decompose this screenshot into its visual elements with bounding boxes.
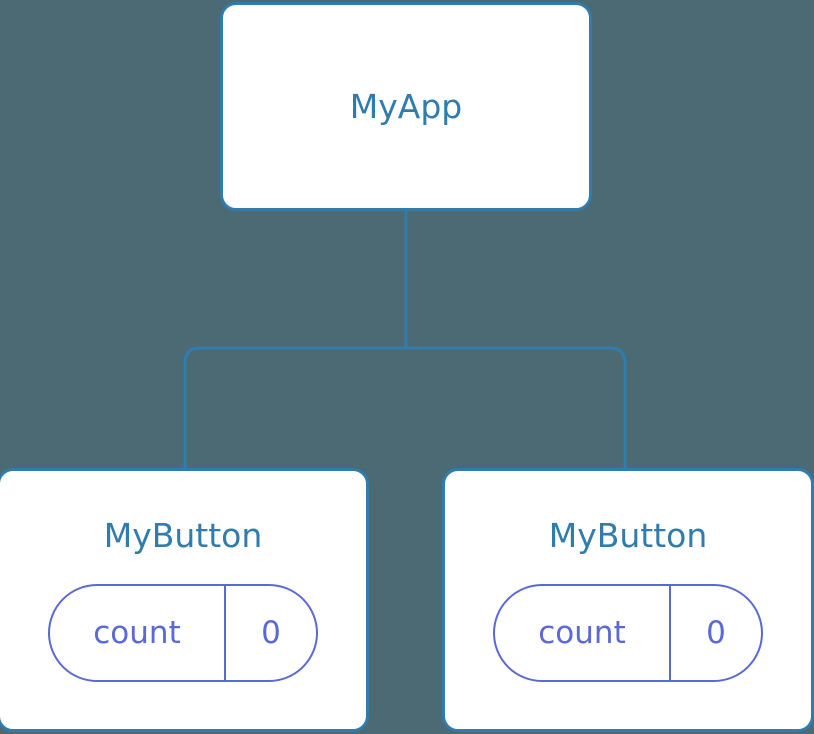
component-node-root[interactable]: MyApp	[220, 2, 592, 211]
component-node-title: MyButton	[103, 516, 263, 555]
state-key: count	[538, 614, 626, 651]
state-value: 0	[261, 614, 281, 651]
component-node-title: MyButton	[548, 516, 708, 555]
state-pill[interactable]: count 0	[48, 584, 318, 682]
edge-branch-left	[183, 346, 406, 470]
component-node-child[interactable]: MyButton count 0	[0, 468, 369, 732]
edge-branch-right	[406, 346, 627, 470]
state-divider	[669, 586, 671, 680]
component-node-child[interactable]: MyButton count 0	[442, 468, 814, 732]
state-key: count	[93, 614, 181, 651]
state-divider	[224, 586, 226, 680]
state-pill[interactable]: count 0	[493, 584, 763, 682]
component-node-title: MyApp	[349, 87, 463, 126]
state-value: 0	[706, 614, 726, 651]
